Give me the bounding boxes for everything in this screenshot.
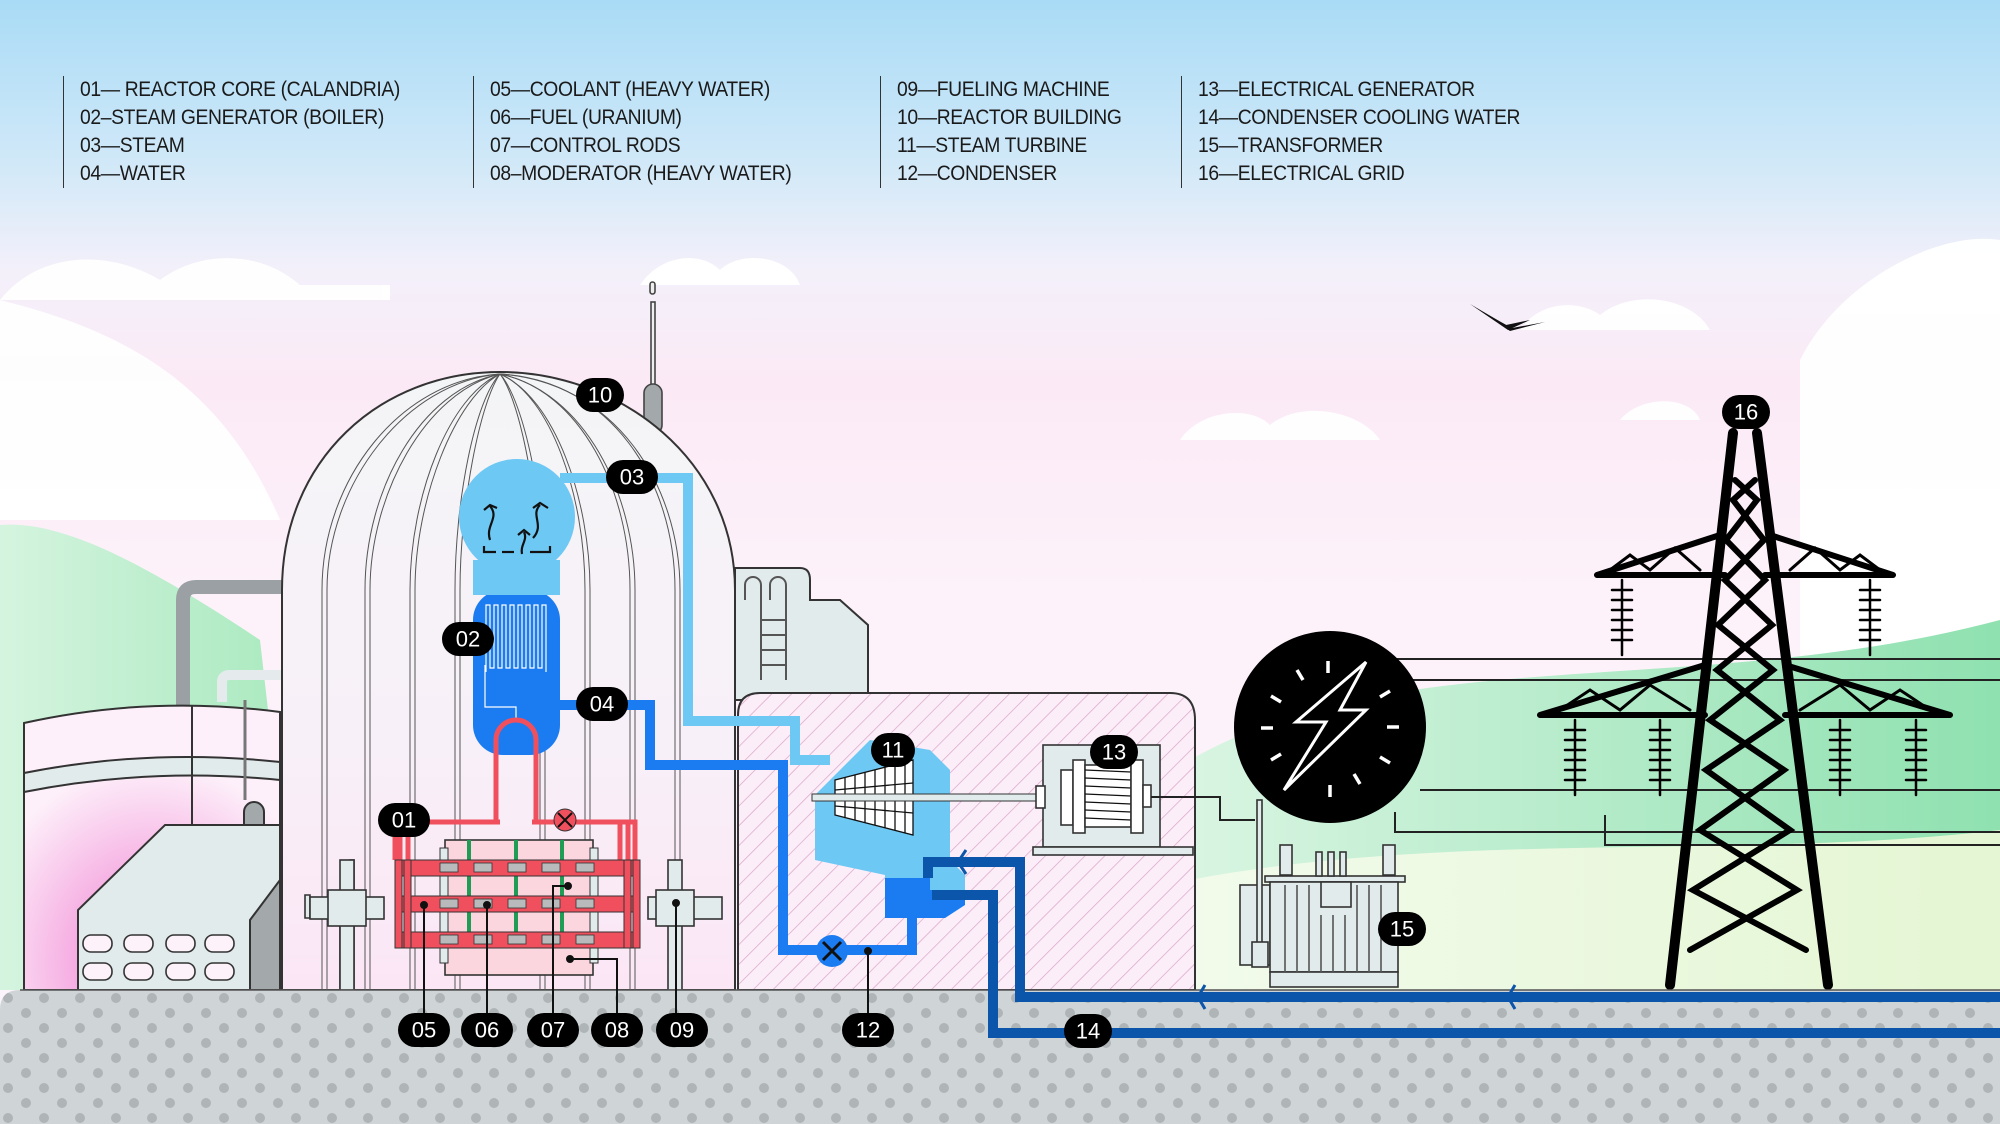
badge-02[interactable]: 02 [442,622,494,656]
badge-label: 01 [392,808,416,833]
insulators [1563,578,1928,797]
badge-label: 02 [456,627,480,652]
legend-item-01: 01— REACTOR CORE (CALANDRIA) [80,78,400,101]
badge-label: 16 [1734,400,1758,425]
badge-14[interactable]: 14 [1064,1014,1112,1048]
leader-lines [420,882,872,1020]
badge-06[interactable]: 06 [461,1013,513,1047]
badge-label: 04 [590,692,614,717]
pump-icon [553,808,577,832]
badge-label: 12 [856,1018,880,1043]
clouds [0,238,2000,700]
antenna [643,281,663,435]
legend-item-14: 14—CONDENSER COOLING WATER [1198,106,1521,129]
transmission-tower [1537,428,1953,990]
badge-09[interactable]: 09 [656,1013,708,1047]
badge-03[interactable]: 03 [606,460,658,494]
legend-item-03: 03—STEAM [80,134,185,157]
fuel-bundles [439,862,595,945]
legend-item-02: 02–STEAM GENERATOR (BOILER) [80,106,384,129]
legend-item-08: 08–MODERATOR (HEAVY WATER) [490,162,792,185]
legend-item-05: 05—COOLANT (HEAVY WATER) [490,78,770,101]
reactor-core [394,839,641,976]
badge-05[interactable]: 05 [398,1013,450,1047]
badge-label: 05 [412,1018,436,1043]
badge-16[interactable]: 16 [1722,395,1770,429]
transformer [1239,799,1406,988]
cooling-water-pipes [923,857,2000,1038]
steam-generator [459,459,575,755]
legend-item-04: 04—WATER [80,162,186,185]
legend-item-11: 11—STEAM TURBINE [897,134,1087,157]
badge-label: 13 [1102,740,1126,765]
badge-label: 06 [475,1018,499,1043]
legend-column-1: 01— REACTOR CORE (CALANDRIA) 02–STEAM GE… [63,76,428,188]
aux-building [734,567,869,701]
badge-10[interactable]: 10 [576,378,624,412]
badge-13[interactable]: 13 [1090,735,1138,769]
electrical-generator [1032,744,1255,856]
badge-04[interactable]: 04 [576,687,628,721]
badge-label: 11 [882,738,905,763]
legend-column-4: 13—ELECTRICAL GENERATOR 14—CONDENSER COO… [1181,76,1548,188]
badge-label: 08 [605,1018,629,1043]
badge-01[interactable]: 01 [378,803,430,837]
badge-07[interactable]: 07 [527,1013,579,1047]
lightning-bolt-icon [1282,660,1370,792]
badge-11[interactable]: 11 [871,733,915,767]
dial-ticks [1261,661,1399,797]
power-lines [1390,658,2000,846]
badge-08[interactable]: 08 [591,1013,643,1047]
legend-column-2: 05—COOLANT (HEAVY WATER) 06—FUEL (URANIU… [473,76,818,188]
badge-label: 03 [620,465,644,490]
legend-item-15: 15—TRANSFORMER [1198,134,1383,157]
power-dial [1234,631,1426,823]
legend-column-3: 09—FUELING MACHINE 10—REACTOR BUILDING 1… [880,76,1141,188]
badge-label: 14 [1076,1019,1100,1044]
badge-label: 09 [670,1018,694,1043]
valve-icon [816,935,848,967]
legend-item-10: 10—REACTOR BUILDING [897,106,1122,129]
legend-item-09: 09—FUELING MACHINE [897,78,1110,101]
badge-label: 10 [588,383,612,408]
badge-label: 15 [1390,917,1414,942]
storage-tank [23,580,290,991]
water-pipe [560,700,908,955]
legend-item-13: 13—ELECTRICAL GENERATOR [1198,78,1475,101]
badge-15[interactable]: 15 [1378,912,1426,946]
legend-item-12: 12—CONDENSER [897,162,1057,185]
badge-label: 07 [541,1018,565,1043]
bird-icon [1470,304,1545,331]
flow-arrows [956,849,1517,1010]
legend-item-07: 07—CONTROL RODS [490,134,681,157]
badge-12[interactable]: 12 [842,1013,894,1047]
legend-item-06: 06—FUEL (URANIUM) [490,106,682,129]
legend-item-16: 16—ELECTRICAL GRID [1198,162,1405,185]
fueling-machine-left [304,859,385,991]
steam-pipe [560,473,830,765]
